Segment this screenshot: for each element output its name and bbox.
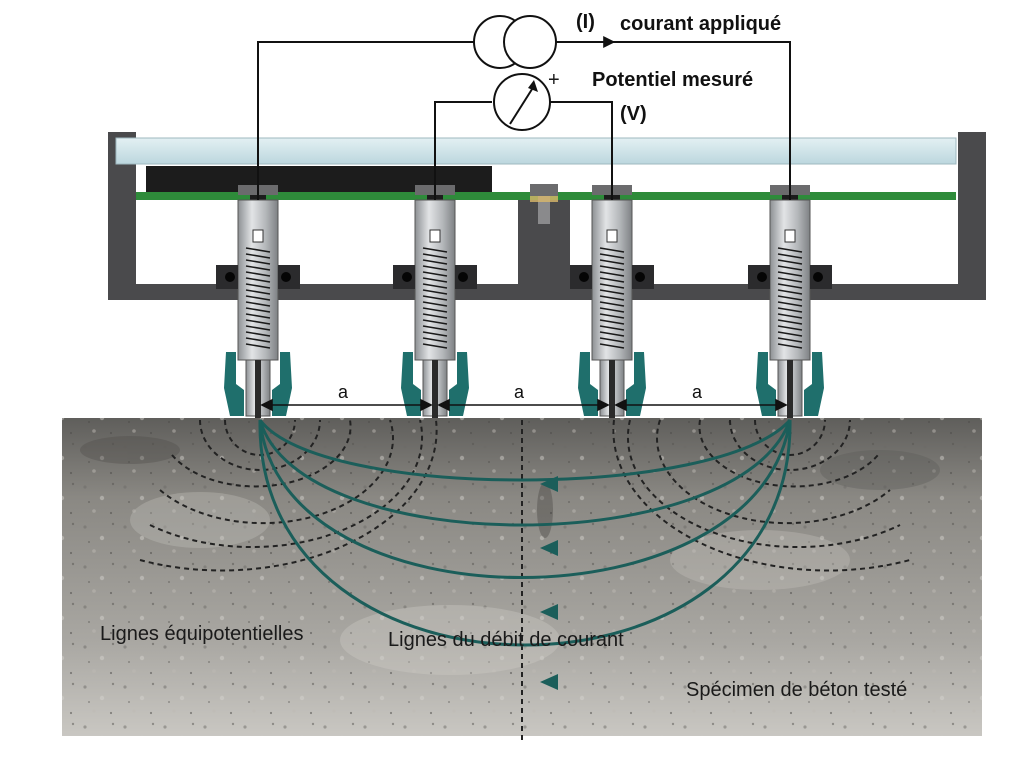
potential-circuit-wire xyxy=(434,101,613,200)
electrode-3 xyxy=(570,185,654,418)
spacing-label-3: a xyxy=(692,382,703,402)
voltage-symbol-label: (V) xyxy=(620,103,647,125)
current-applied-label: courant appliqué xyxy=(620,13,781,35)
potential-measured-label: Potentiel mesuré xyxy=(592,69,753,91)
electrode-2 xyxy=(393,185,477,418)
equipotential-lines-label: Lignes équipotentielles xyxy=(100,623,304,645)
current-flow-lines-label: Lignes du débit de courant xyxy=(388,629,624,651)
spacing-label-1: a xyxy=(338,382,349,402)
electrode-4 xyxy=(748,185,832,418)
current-symbol-label: (I) xyxy=(576,11,595,33)
current-flow-arrows xyxy=(540,476,558,690)
current-flow-lines xyxy=(258,419,792,647)
voltmeter-icon xyxy=(493,73,551,131)
current-circuit-wire xyxy=(257,41,791,200)
current-source-icon xyxy=(473,15,557,69)
electrode-1 xyxy=(216,185,300,418)
spacing-dimension-lines xyxy=(260,398,788,412)
concrete-specimen-label: Spécimen de béton testé xyxy=(686,679,907,701)
glass-panel xyxy=(115,137,957,165)
spacing-label-2: a xyxy=(514,382,525,402)
equipotential-lines xyxy=(139,419,911,742)
plus-sign-label: + xyxy=(548,69,560,91)
